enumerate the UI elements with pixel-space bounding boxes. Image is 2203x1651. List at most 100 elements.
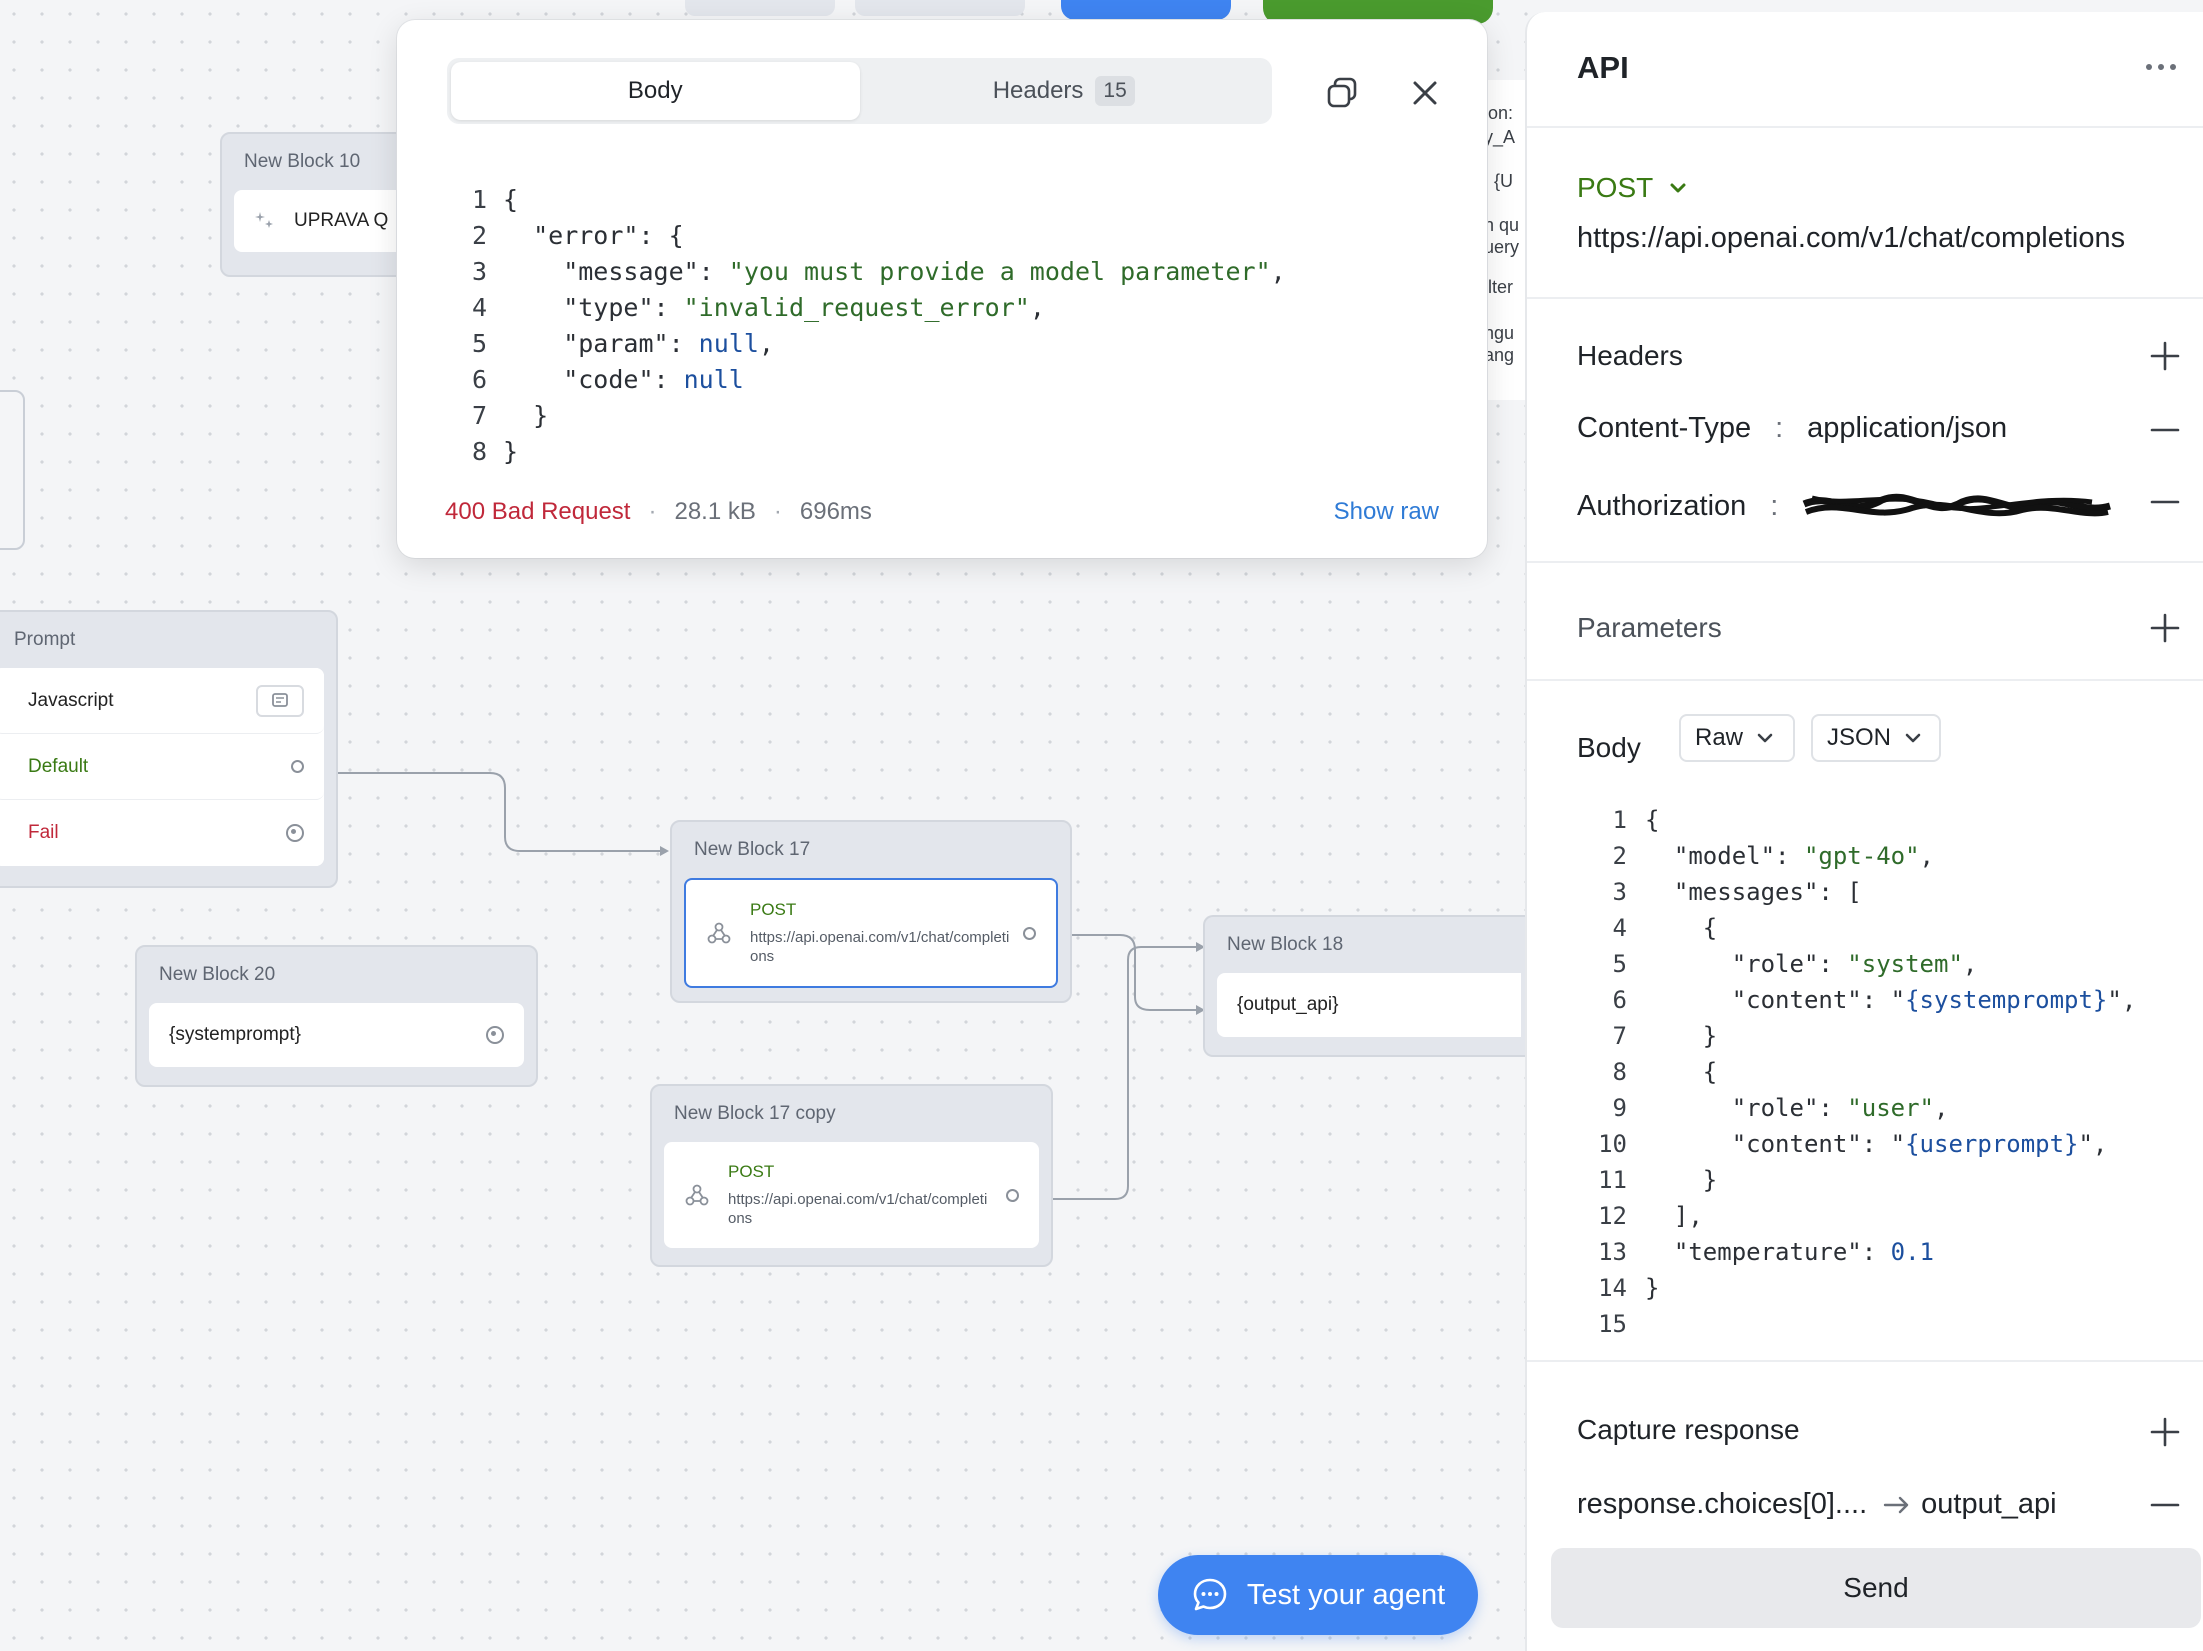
remove-header-icon[interactable]: [2149, 414, 2181, 446]
remove-header-icon[interactable]: [2149, 486, 2181, 518]
header-key: Content-Type: [1577, 412, 1752, 444]
code-line: 3 "messages": [: [1597, 874, 2136, 910]
remove-capture-icon[interactable]: [2149, 1489, 2181, 1521]
response-status-bar: 400 Bad Request · 28.1 kB · 696ms Show r…: [445, 498, 1439, 525]
block-row-api[interactable]: POST https://api.openai.com/v1/chat/comp…: [664, 1142, 1039, 1248]
send-button[interactable]: Send: [1551, 1548, 2201, 1628]
code-token: ],: [1645, 1202, 1703, 1230]
code-line: 12 ],: [1597, 1198, 2136, 1234]
output-port[interactable]: [286, 824, 304, 842]
output-port[interactable]: [1006, 1188, 1019, 1202]
canvas-block-17-copy[interactable]: New Block 17 copy POST https://api.opena…: [650, 1084, 1053, 1267]
method-label: POST: [1577, 172, 1654, 203]
webhook-icon: [685, 1184, 709, 1206]
show-raw-link[interactable]: Show raw: [1333, 498, 1439, 525]
code-token: "you must provide a model parameter": [728, 257, 1271, 286]
code-token: "message":: [503, 257, 729, 286]
code-line: 4 {: [1597, 910, 2136, 946]
test-agent-button[interactable]: Test your agent: [1158, 1555, 1478, 1635]
code-line: 8 {: [1597, 1054, 2136, 1090]
api-settings-panel: API POST https://api.openai.com/v1/chat/…: [1525, 12, 2203, 1651]
header-value: application/json: [1807, 412, 2008, 444]
divider: [1527, 126, 2203, 128]
response-size: 28.1 kB: [674, 498, 756, 525]
block-title: New Block 20: [159, 964, 276, 985]
chat-icon: [1193, 1578, 1227, 1611]
capture-row[interactable]: response.choices[0].... output_api: [1577, 1488, 2057, 1521]
canvas-block-20[interactable]: New Block 20 {systemprompt}: [135, 945, 538, 1087]
code-token: null: [683, 365, 744, 394]
request-body-editor[interactable]: 1{2 "model": "gpt-4o",3 "messages": [4 {…: [1597, 802, 2136, 1342]
block-row-label: UPRAVA Q: [294, 210, 389, 231]
divider: [1527, 561, 2203, 563]
code-token: }: [503, 401, 549, 430]
add-capture-icon[interactable]: [2149, 1416, 2181, 1448]
code-line: 8}: [457, 434, 1286, 470]
more-options-icon[interactable]: [2141, 52, 2181, 82]
output-port[interactable]: [291, 760, 304, 773]
code-token: "role":: [1645, 950, 1848, 978]
code-line: 7 }: [457, 398, 1286, 434]
output-port[interactable]: [486, 1026, 504, 1044]
response-tabs: Body Headers 15: [447, 58, 1272, 124]
line-number: 9: [1612, 1094, 1627, 1122]
block-title: New Block 17: [694, 839, 811, 860]
line-number: 1: [471, 185, 487, 214]
parameters-section-title: Parameters: [1577, 612, 1722, 643]
copy-icon[interactable]: [1321, 71, 1365, 115]
canvas-block-17[interactable]: New Block 17 POST https://api.openai.com…: [670, 820, 1072, 1003]
select-value: Raw: [1695, 724, 1744, 751]
line-number: 5: [471, 329, 487, 358]
block-row[interactable]: {systemprompt}: [149, 1003, 524, 1067]
code-token: "temperature":: [1645, 1238, 1891, 1266]
edit-code-icon[interactable]: [256, 684, 304, 717]
block-row-default[interactable]: Default: [0, 734, 324, 800]
close-icon[interactable]: [1403, 71, 1447, 115]
line-number: 6: [1612, 986, 1627, 1014]
partial-text: ngu: [1484, 323, 1515, 343]
code-token: "code":: [503, 365, 684, 394]
code-line: 7 }: [1597, 1018, 2136, 1054]
api-method: POST: [750, 900, 797, 919]
partial-text: ion:: [1484, 103, 1514, 123]
header-row-content-type[interactable]: Content-Type : application/json: [1577, 412, 2008, 444]
code-line: 2 "model": "gpt-4o",: [1597, 838, 2136, 874]
response-time: 696ms: [799, 498, 872, 525]
body-format-select[interactable]: JSON: [1811, 714, 1941, 762]
header-row-authorization[interactable]: Authorization :: [1577, 484, 2112, 528]
code-token: "messages": [: [1645, 878, 1862, 906]
line-number: 13: [1598, 1238, 1627, 1266]
block-row-label: Javascript: [28, 689, 114, 711]
block-row-label: Fail: [28, 822, 59, 843]
code-token: ,: [1934, 1094, 1949, 1122]
block-title: New Block 17 copy: [674, 1103, 836, 1124]
add-header-icon[interactable]: [2149, 340, 2181, 372]
output-port[interactable]: [1023, 926, 1036, 940]
tab-body[interactable]: Body: [451, 62, 860, 120]
tab-headers[interactable]: Headers 15: [860, 62, 1269, 120]
code-token: {userprompt}: [1905, 1130, 2079, 1158]
block-row[interactable]: {output_api}: [1217, 973, 1521, 1037]
block-row-api[interactable]: POST https://api.openai.com/v1/chat/comp…: [684, 878, 1058, 988]
block-row-fail[interactable]: Fail: [0, 800, 324, 866]
method-select[interactable]: POST: [1577, 172, 1691, 204]
code-token: }: [1645, 1166, 1718, 1194]
header-key: Authorization: [1577, 489, 1747, 522]
canvas-block-prompt[interactable]: Prompt Javascript Default Fail: [0, 610, 338, 888]
line-number: 15: [1598, 1310, 1627, 1338]
body-mode-select[interactable]: Raw: [1679, 714, 1795, 762]
response-body-code: 1{2 "error": {3 "message": "you must pro…: [457, 182, 1286, 470]
line-number: 10: [1598, 1130, 1627, 1158]
canvas-block-partial-left: [0, 390, 25, 550]
line-number: 11: [1598, 1166, 1627, 1194]
capture-section-title: Capture response: [1577, 1414, 1800, 1445]
line-number: 7: [1612, 1022, 1627, 1050]
block-row-javascript[interactable]: Javascript: [0, 668, 324, 734]
url-input[interactable]: https://api.openai.com/v1/chat/completio…: [1577, 222, 2126, 254]
code-token: "user": [1847, 1094, 1934, 1122]
line-number: 12: [1598, 1202, 1627, 1230]
canvas-block-18[interactable]: New Block 18 {output_api}: [1203, 915, 1533, 1057]
body-section-title: Body: [1577, 732, 1641, 763]
add-parameter-icon[interactable]: [2149, 612, 2181, 644]
tab-label: Headers: [992, 77, 1084, 104]
